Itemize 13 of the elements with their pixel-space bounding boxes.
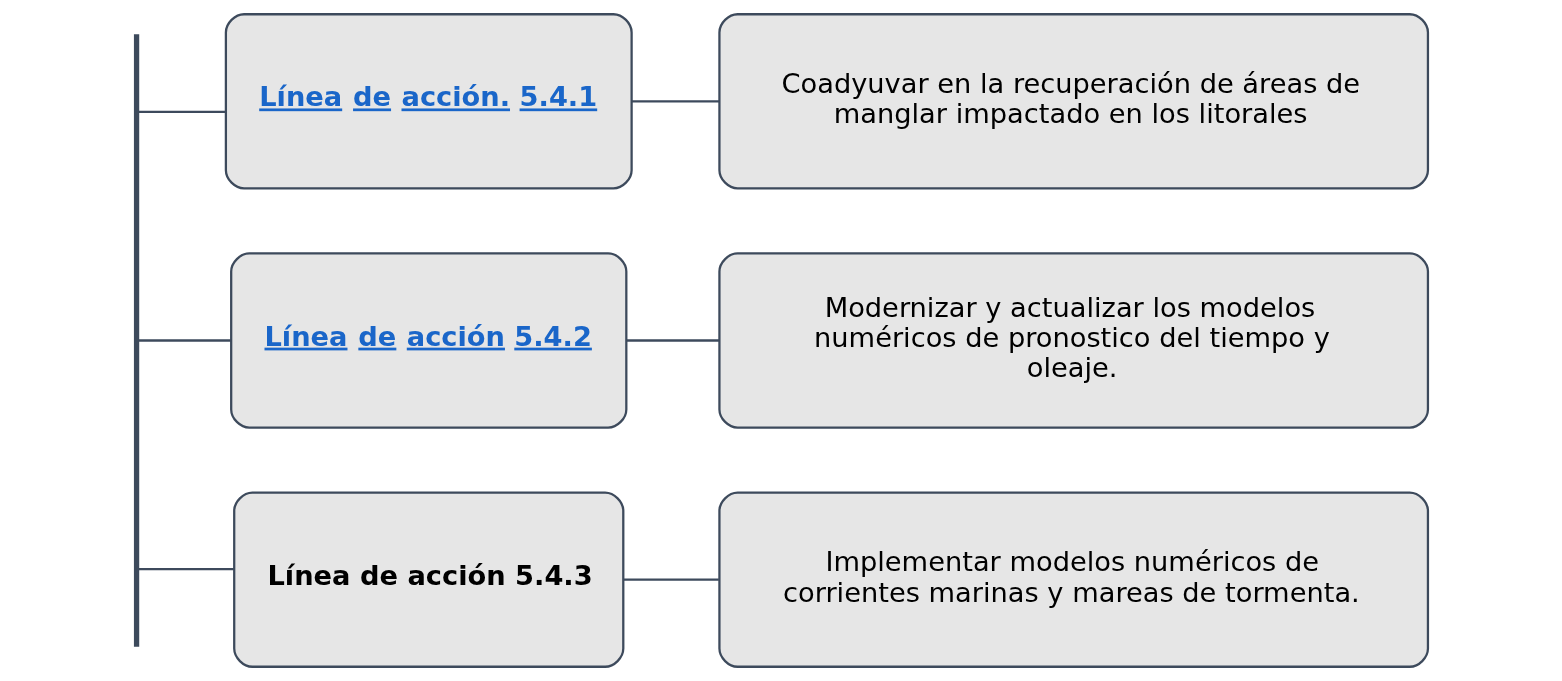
node-box: Línea de acción 5.4.3 [232, 491, 624, 668]
connector [631, 100, 719, 103]
connector [626, 339, 719, 342]
node-box: Línea de acción. 5.4.1 [224, 13, 633, 190]
node-box: Línea de acción 5.4.2 [229, 252, 627, 429]
node-bar [133, 34, 139, 647]
connector [137, 567, 234, 571]
node-box: Coadyuvar en la recuperación de áreas de manglar impactado en los litorales [717, 13, 1429, 190]
node-box: Implementar modelos numéricos de corrientes marinas y mareas de tormenta. [717, 491, 1429, 668]
connector [137, 110, 226, 114]
connector [137, 339, 231, 342]
node-box: Modernizar y actualizar los modelos numéricos de pronostico del tiempo y oleaje. [717, 252, 1429, 429]
connector [623, 578, 719, 581]
